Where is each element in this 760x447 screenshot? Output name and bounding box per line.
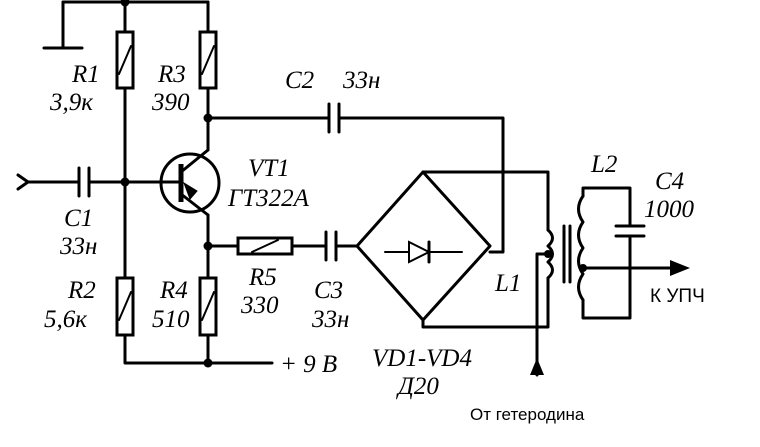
bridge-bottom-wire bbox=[421, 276, 550, 329]
vt1-value-label: ГТ322А bbox=[227, 185, 310, 212]
transistor-vt1 bbox=[159, 148, 221, 217]
vd-value-label: Д20 bbox=[396, 373, 439, 400]
transformer-core bbox=[562, 224, 572, 284]
c2-ref-label: C2 bbox=[285, 67, 314, 94]
resistor-r3 bbox=[198, 30, 218, 90]
l2-ref-label: L2 bbox=[590, 151, 617, 178]
supply-label: + 9 В bbox=[280, 351, 337, 378]
vd-ref-label: VD1-VD4 bbox=[372, 345, 472, 372]
r2-ref-label: R2 bbox=[67, 277, 96, 304]
junction-dot bbox=[203, 358, 213, 368]
junction-dot bbox=[544, 250, 552, 258]
r2-value-label: 5,6к bbox=[44, 306, 87, 333]
c4-value-label: 1000 bbox=[644, 196, 695, 223]
c3-ref-label: C3 bbox=[314, 277, 343, 304]
junction-dot bbox=[120, 177, 130, 187]
wires bbox=[26, 0, 676, 365]
resistor-r2 bbox=[115, 276, 135, 337]
capacitor-c3 bbox=[324, 230, 338, 262]
r1-ref-label: R1 bbox=[71, 61, 100, 88]
r5-value-label: 330 bbox=[240, 292, 279, 319]
vt1-ref-label: VT1 bbox=[248, 155, 290, 182]
r4-value-label: 510 bbox=[152, 306, 190, 333]
c2-value-label: 33н bbox=[342, 67, 380, 94]
resistor-r5 bbox=[236, 236, 294, 256]
r1-value-label: 3,9к bbox=[49, 89, 93, 116]
inductor-l1 bbox=[546, 228, 554, 280]
c4-ref-label: C4 bbox=[655, 168, 684, 195]
supply-wire bbox=[206, 333, 274, 365]
c1-value-label: 33н bbox=[59, 233, 97, 260]
junction-dot bbox=[120, 0, 130, 7]
r3-ref-label: R3 bbox=[157, 61, 186, 88]
junction-dot bbox=[203, 113, 213, 123]
r2-bottom-wire bbox=[123, 333, 210, 365]
bridge-top-wire bbox=[421, 170, 550, 232]
resistor-r1 bbox=[115, 30, 135, 90]
output-label: К УПЧ bbox=[650, 286, 705, 307]
capacitor-c2 bbox=[327, 102, 341, 134]
emitter-arrow-icon bbox=[183, 181, 198, 200]
r4-ref-label: R4 bbox=[159, 277, 188, 304]
r3-value-label: 390 bbox=[151, 89, 190, 116]
output-arrow-icon bbox=[670, 260, 690, 276]
r5-ref-label: R5 bbox=[248, 264, 277, 291]
tank-bottom-wire bbox=[581, 234, 632, 320]
c3-value-label: 33н bbox=[311, 306, 349, 333]
heterodyne-label: От гетеродина bbox=[470, 405, 585, 424]
heterodyne-arrow-icon bbox=[530, 358, 544, 375]
tank-top-wire bbox=[581, 186, 632, 228]
diode-bridge-vd1-vd4 bbox=[355, 170, 492, 322]
resistor-r4 bbox=[198, 276, 218, 337]
junction-dots bbox=[120, 0, 587, 368]
c1-ref-label: C1 bbox=[64, 205, 93, 232]
capacitor-c4 bbox=[614, 224, 646, 238]
input-arrow-icon bbox=[16, 173, 30, 191]
inductor-l2 bbox=[577, 194, 585, 302]
capacitor-c1 bbox=[77, 166, 91, 198]
c2-right-wire bbox=[337, 116, 505, 254]
l1-ref-label: L1 bbox=[494, 270, 521, 297]
diode-icon bbox=[408, 240, 432, 264]
junction-dot bbox=[203, 241, 213, 251]
